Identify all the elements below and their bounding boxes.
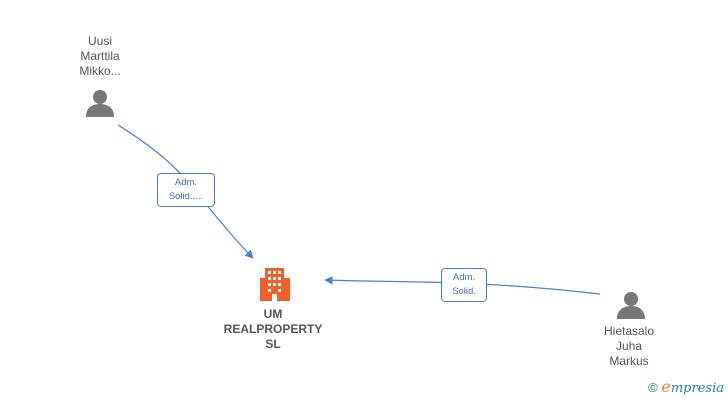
company-node[interactable]: UM REALPROPERTY SL: [213, 307, 333, 352]
person-icon: [617, 292, 645, 319]
person-node-right[interactable]: Hietasalo Juha Markus: [589, 324, 669, 369]
brand-logo: © empresia: [648, 377, 724, 396]
copyright-icon: ©: [648, 380, 658, 395]
building-icon: [260, 268, 290, 301]
person-node-top[interactable]: Uusi Marttila Mikko...: [60, 34, 140, 79]
edge-label[interactable]: Adm. Solid.: [441, 268, 487, 302]
edge-label[interactable]: Adm. Solid.,...: [157, 173, 215, 207]
person-icon: [86, 90, 114, 117]
person-name: Hietasalo Juha Markus: [603, 324, 655, 368]
person-name: Uusi Marttila Mikko...: [79, 34, 121, 78]
edge-right-to-company: [324, 276, 601, 295]
company-name: UM REALPROPERTY SL: [223, 307, 323, 351]
